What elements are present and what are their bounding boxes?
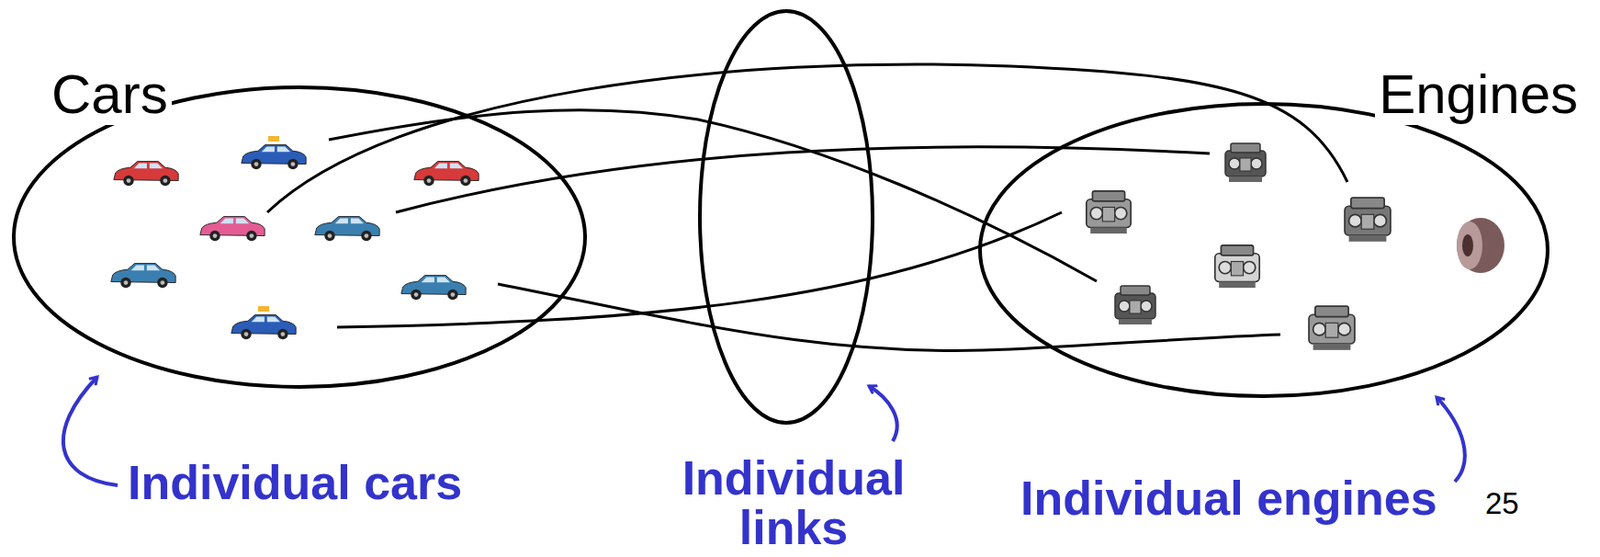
car-icon [111,263,176,289]
ellipse-outline [11,85,587,389]
ellipse-outline [13,87,586,387]
jet-engine-icon [1456,217,1505,273]
group-ellipse: Engines [978,101,1550,398]
car-icon [231,315,296,340]
link-line [267,64,1348,213]
callout-arrow [63,376,118,485]
car-icon [401,275,466,301]
link-line [497,283,1281,351]
car-icon [414,161,479,187]
car-icon [113,161,179,187]
group-heading: Cars [47,64,172,125]
group-ellipse: Cars [11,85,587,389]
callout-label: Individual links [655,452,932,553]
engine-icon [1344,197,1391,242]
link-line [337,212,1062,327]
engine-icon [1086,191,1131,234]
callout-arrow [1436,396,1465,482]
ellipse-outline [978,101,1550,398]
car-icon [200,216,265,242]
group-heading: Engines [1374,64,1582,125]
engine-icon [1215,245,1260,288]
ellipse-outline [980,103,1548,396]
callout-label: Individual engines [1020,472,1438,525]
engine-icon [1225,143,1266,182]
callout-arrow [868,385,898,441]
car-icon [315,216,380,242]
taxi-sign [258,305,270,312]
engine-icon [1308,305,1355,350]
engine-icon [1115,285,1156,325]
page-number: 25 [1485,486,1520,520]
car-icon [241,145,306,170]
callout-label: Individual cars [127,456,462,509]
taxi-sign [268,135,280,142]
